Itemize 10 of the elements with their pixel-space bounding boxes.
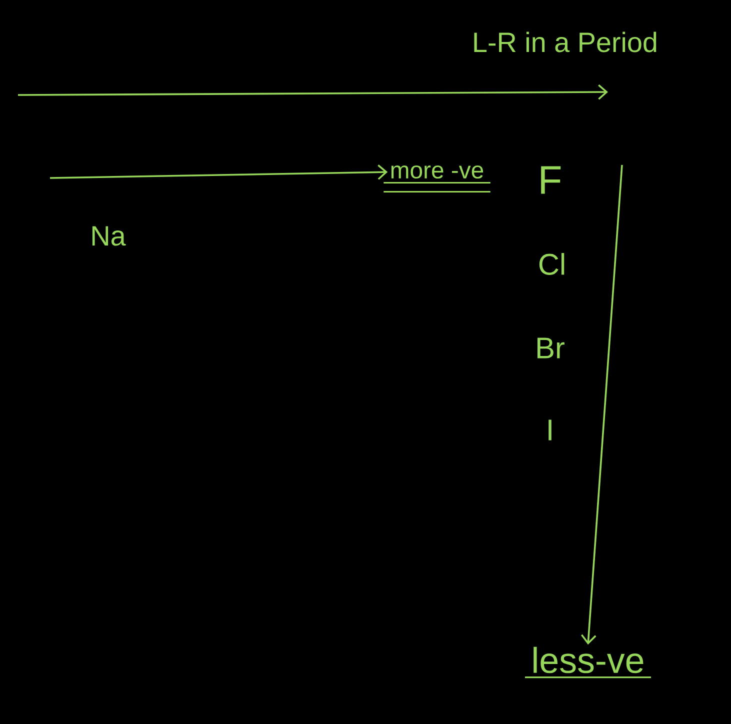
element-label: Br bbox=[538, 338, 564, 358]
element-label: L-R in a Period bbox=[474, 32, 656, 52]
element-label: Cl bbox=[539, 253, 564, 275]
underlined-text: less-ve bbox=[525, 646, 651, 678]
underlined-text: more -ve bbox=[384, 165, 490, 193]
element-label: F bbox=[541, 166, 561, 194]
element-label: I bbox=[548, 420, 552, 440]
arrow bbox=[50, 164, 388, 180]
element-label: Na bbox=[92, 226, 126, 246]
arrow bbox=[581, 164, 623, 645]
